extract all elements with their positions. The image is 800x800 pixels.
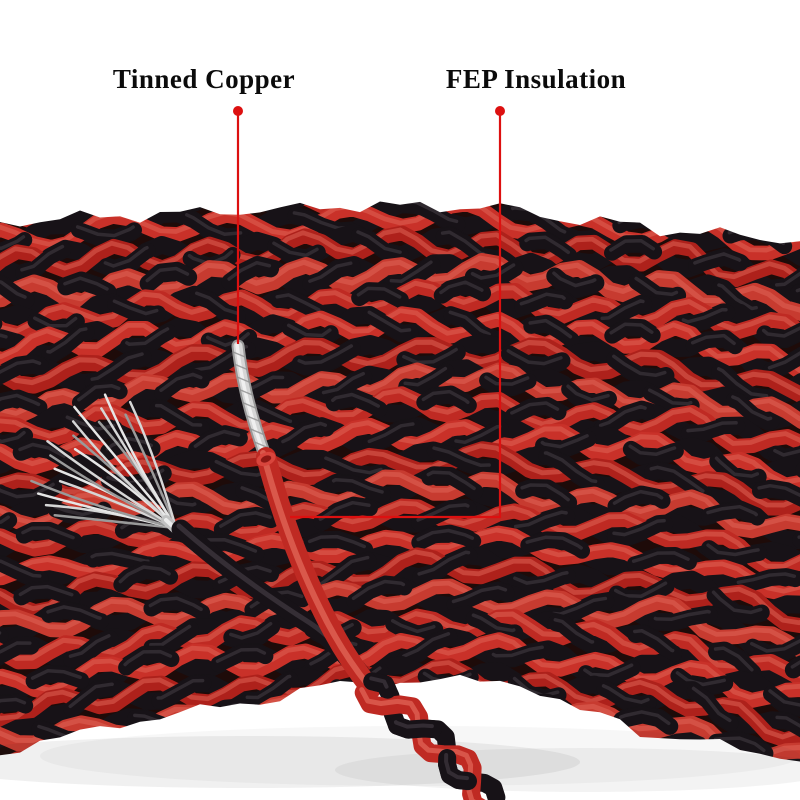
red-fep-wire: [256, 447, 381, 699]
annotation-label-fep-insulation: FEP Insulation: [445, 64, 627, 94]
leader-dot-tinned-copper: [233, 106, 243, 116]
leader-line-fep-insulation: [290, 111, 502, 519]
leader-dot-fep-insulation: [495, 106, 505, 116]
annotation-label-tinned-copper: Tinned Copper: [112, 64, 296, 94]
tinned-copper-fan: [30, 393, 201, 553]
tinned-copper-strand: [231, 339, 273, 465]
twisted-pair-tail: [354, 672, 506, 800]
annotation-leaders: [233, 106, 505, 519]
